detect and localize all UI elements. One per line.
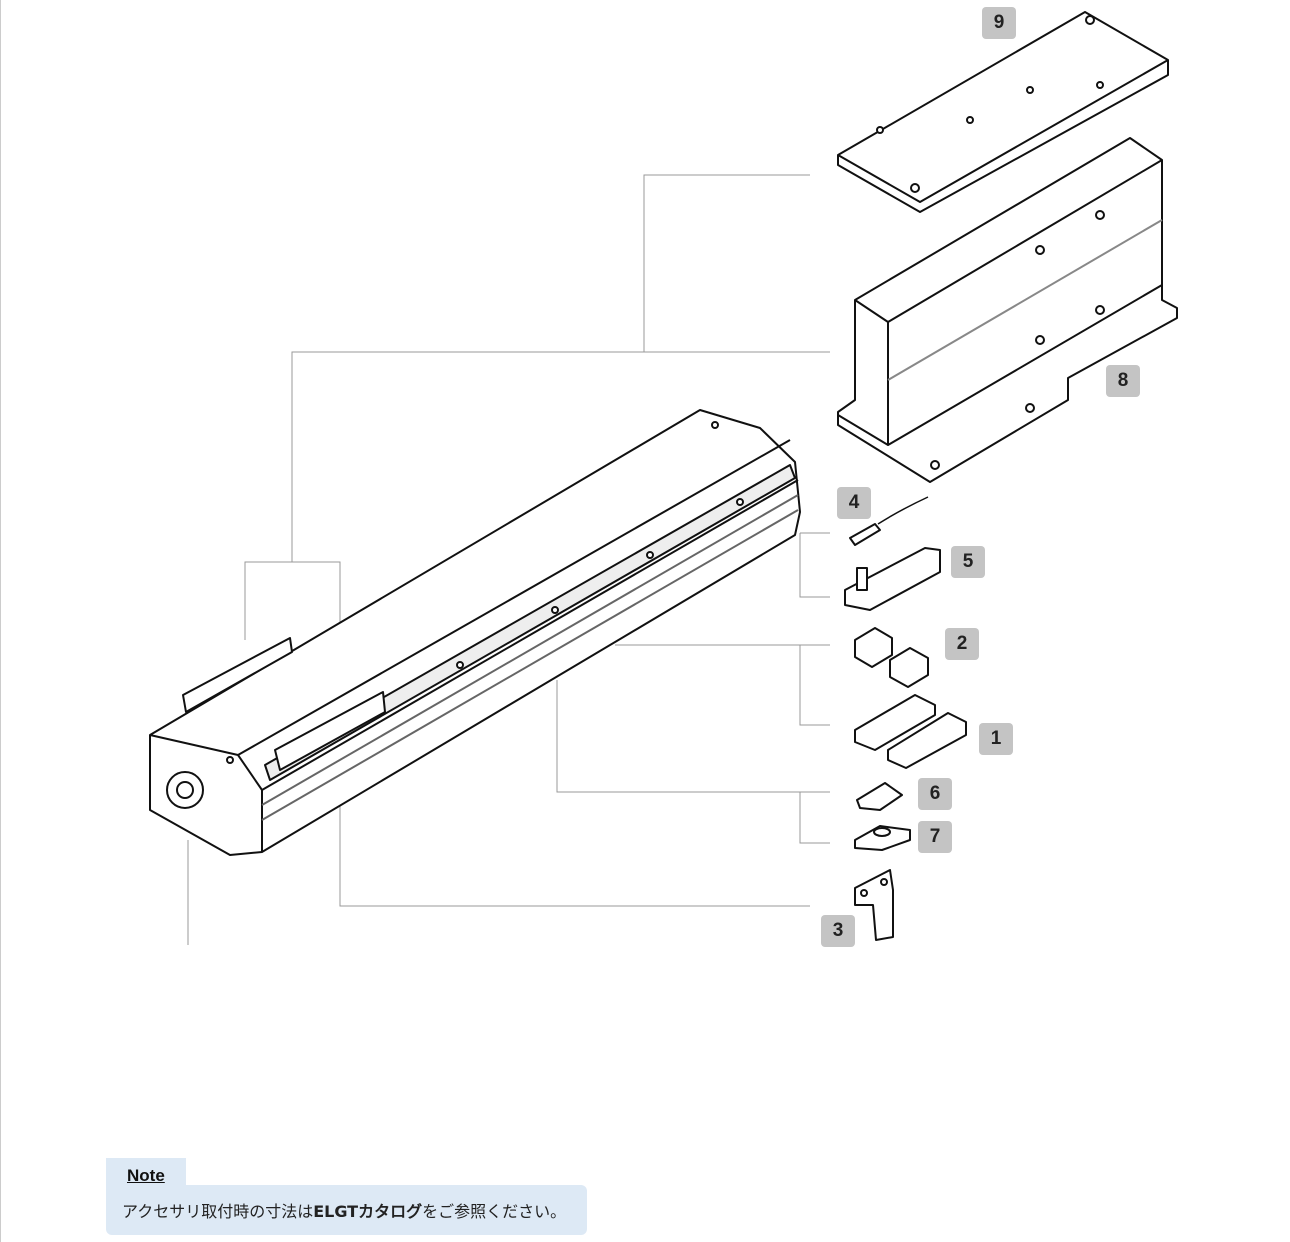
callout-5: 5 bbox=[951, 546, 985, 578]
callout-8: 8 bbox=[1106, 365, 1140, 397]
part-8-mounting-bracket bbox=[837, 137, 1178, 483]
note-tab bbox=[106, 1158, 186, 1188]
note-title: Note bbox=[127, 1166, 165, 1185]
callout-9: 9 bbox=[982, 7, 1016, 39]
note-text-start: アクセサリ取付時の寸法は bbox=[122, 1202, 314, 1221]
part-electric-axis-elgt bbox=[149, 409, 801, 856]
callout-6: 6 bbox=[918, 778, 952, 810]
page-border bbox=[0, 0, 1, 1242]
leader-lines bbox=[187, 174, 830, 945]
part-7-slot-nut bbox=[854, 825, 911, 851]
callout-4: 4 bbox=[837, 487, 871, 519]
callout-3: 3 bbox=[821, 915, 855, 947]
callout-1: 1 bbox=[979, 723, 1013, 755]
note-text-end: をご参照ください。 bbox=[422, 1202, 567, 1221]
callout-7: 7 bbox=[918, 821, 952, 853]
note-text: アクセサリ取付時の寸法はELGTカタログをご参照ください。 bbox=[122, 1198, 566, 1222]
part-1-slot-cover bbox=[854, 694, 967, 769]
callout-2: 2 bbox=[945, 628, 979, 660]
note-box: アクセサリ取付時の寸法はELGTカタログをご参照ください。 bbox=[106, 1185, 587, 1235]
note-text-catalog: ELGTカタログ bbox=[313, 1202, 423, 1221]
part-2-centering-sleeve bbox=[854, 627, 929, 688]
part-5-sensor-bracket bbox=[844, 547, 941, 611]
part-6-slot-nut bbox=[856, 782, 903, 811]
part-3-switch-lug bbox=[854, 869, 894, 941]
part-4-proximity-sensor bbox=[849, 496, 929, 546]
part-9-adapter-plate bbox=[837, 11, 1169, 213]
